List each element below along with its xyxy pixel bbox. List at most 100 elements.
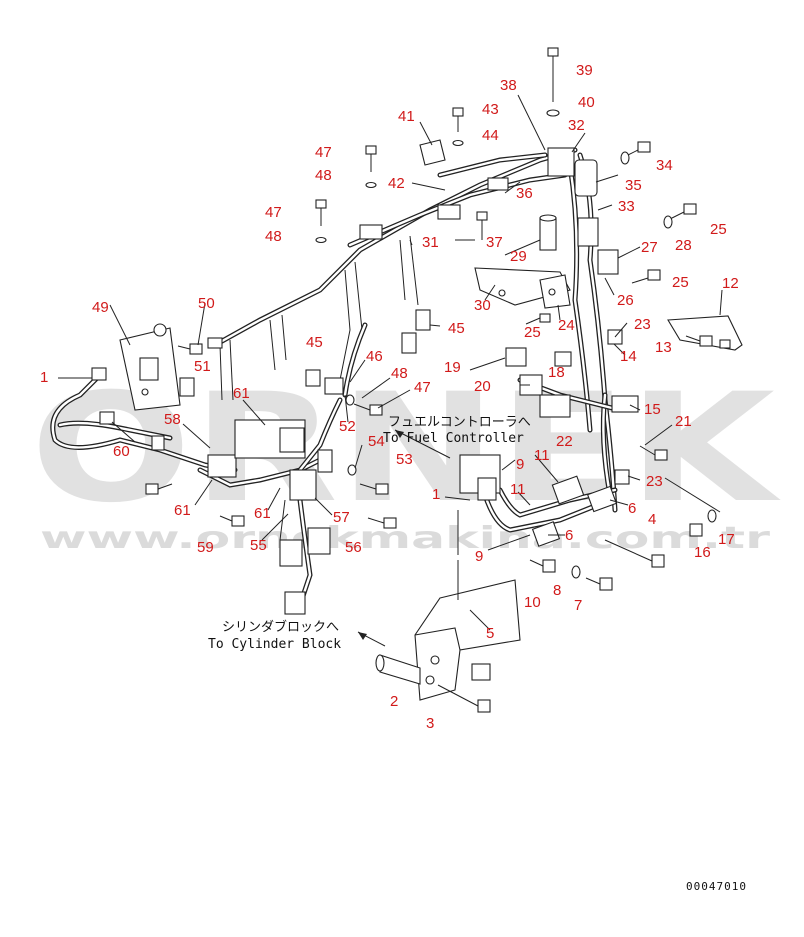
callout-24: 24: [558, 317, 575, 334]
callout-1: 1: [40, 369, 48, 386]
fuel-note-jp: フュエルコントローラへ: [388, 415, 531, 430]
callout-37: 37: [486, 234, 503, 251]
tube-45: [415, 309, 431, 331]
callout-36: 36: [516, 185, 533, 202]
callout-23b: 23: [646, 473, 663, 490]
callout-58: 58: [164, 411, 181, 428]
callout-2: 2: [390, 693, 398, 710]
tube-51: [179, 377, 195, 397]
callout-38: 38: [500, 77, 517, 94]
left-connectors: [91, 337, 344, 615]
connector: [574, 159, 598, 197]
connector-15: [611, 395, 639, 413]
callout-18: 18: [548, 364, 565, 381]
callout-8: 8: [553, 582, 561, 599]
tube-45: [401, 332, 417, 354]
callout-31: 31: [422, 234, 439, 251]
bolt-43: [452, 107, 464, 132]
cylinder-note-jp: シリンダブロックへ: [222, 619, 339, 635]
callout-23: 23: [634, 316, 651, 333]
bolt-13b: [719, 339, 731, 349]
callout-21: 21: [675, 413, 692, 430]
connector: [279, 427, 305, 453]
bolt-47a: [365, 145, 377, 172]
callout-11b: 11: [510, 481, 526, 498]
bolt-21: [639, 445, 668, 461]
callout-59: 59: [197, 539, 214, 556]
callout-32: 32: [568, 117, 585, 134]
bolt-53: [359, 483, 389, 495]
callout-61c: 61: [254, 505, 271, 522]
small-tubes: [179, 309, 527, 397]
callout-40: 40: [578, 94, 595, 111]
callout-54: 54: [368, 433, 385, 450]
callout-7: 7: [574, 597, 582, 614]
callout-41: 41: [398, 108, 415, 125]
callout-34: 34: [656, 157, 673, 174]
callout-45b: 45: [306, 334, 323, 351]
callout-52: 52: [339, 418, 356, 435]
clamp: [359, 224, 383, 240]
callout-48c: 48: [391, 365, 408, 382]
bolt-50: [177, 343, 203, 355]
fuel-note-en: To Fuel Controller: [383, 431, 524, 446]
clip: [151, 435, 165, 451]
callout-33: 33: [618, 198, 635, 215]
bolt-7: [585, 577, 613, 591]
bolt-37: [476, 211, 488, 240]
callout-13: 13: [655, 339, 672, 356]
bolts-left: [145, 394, 397, 529]
callout-11: 11: [534, 447, 550, 464]
callout-47b: 47: [265, 204, 282, 221]
connector: [597, 249, 619, 275]
tube-19: [505, 347, 527, 367]
bolts-lower: [529, 445, 717, 591]
connector: [547, 147, 575, 177]
clip-18: [554, 351, 572, 367]
connector: [477, 477, 497, 501]
callout-35: 35: [625, 177, 642, 194]
washer-48c: [345, 394, 355, 406]
callout-61b: 61: [174, 502, 191, 519]
callout-47: 47: [315, 144, 332, 161]
callout-57: 57: [333, 509, 350, 526]
sleeve-6: [531, 521, 561, 547]
bolt-61: [145, 483, 173, 495]
callout-20: 20: [474, 378, 491, 395]
leader-lines: [58, 94, 723, 631]
bolt-25a: [667, 203, 697, 221]
lower-connectors: [459, 329, 639, 547]
callout-60: 60: [113, 443, 130, 460]
callout-42: 42: [388, 175, 405, 192]
callout-49: 49: [92, 299, 109, 316]
callout-27: 27: [641, 239, 658, 256]
callout-12: 12: [722, 275, 739, 292]
upper-clamps: [359, 139, 619, 275]
bolt-25b: [631, 269, 661, 284]
callout-46: 46: [366, 348, 383, 365]
bolt-47c: [353, 403, 383, 416]
callout-61: 61: [233, 385, 250, 402]
spacer-5: [471, 663, 491, 681]
bolt-16: [689, 523, 703, 537]
callout-1b: 1: [432, 486, 440, 503]
washer-44: [452, 139, 464, 147]
bracket-22: [539, 394, 571, 418]
callout-25: 25: [710, 221, 727, 238]
bolt-10: [529, 559, 556, 573]
arrow-head-icon: [395, 430, 404, 438]
bolt-25c: [525, 313, 551, 325]
spacer-2: [375, 654, 421, 685]
callout-28: 28: [675, 237, 692, 254]
callout-48b: 48: [265, 228, 282, 245]
callout-25c: 25: [524, 324, 541, 341]
clamp: [487, 177, 509, 191]
connector: [289, 469, 317, 501]
callout-4: 4: [648, 511, 656, 528]
washer-28: [663, 215, 673, 229]
washer-48a: [365, 181, 377, 189]
bracket-12: [667, 315, 743, 351]
callouts: 39 38 40 43 41 32 44 47 34 35 48 36 42 3…: [40, 62, 739, 732]
callout-50: 50: [198, 295, 215, 312]
bolts-upper: [315, 47, 697, 284]
